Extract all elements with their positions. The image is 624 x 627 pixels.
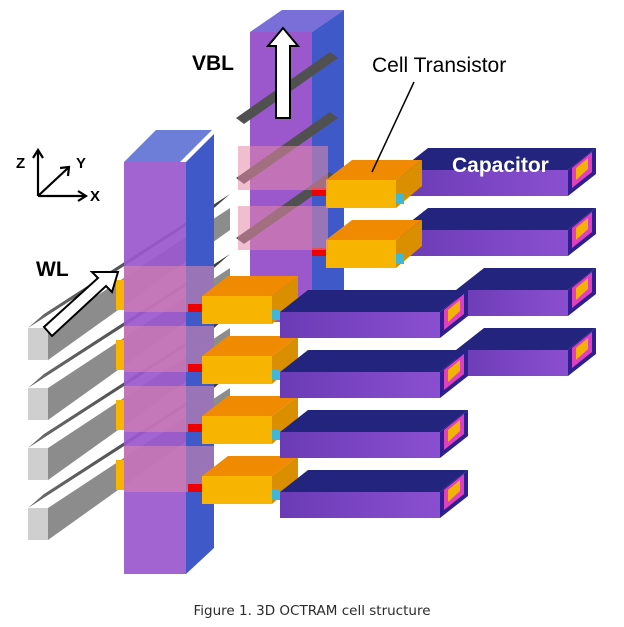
transistor-top xyxy=(202,276,298,296)
capacitor-front xyxy=(280,492,440,518)
wordline-end xyxy=(28,388,48,420)
transistor-top xyxy=(326,220,422,240)
label-vbl: VBL xyxy=(192,52,234,75)
capacitor-top xyxy=(456,328,596,350)
capacitor-core xyxy=(576,158,588,180)
axis-label-x: X xyxy=(90,188,100,205)
capacitor-top xyxy=(400,208,596,230)
wl-bl-crossings xyxy=(124,146,328,492)
figure-caption: Figure 1. 3D OCTRAM cell structure xyxy=(193,603,431,619)
transistor-front xyxy=(326,240,396,268)
transistor-contact-right xyxy=(396,194,404,204)
axis-label-z: Z xyxy=(16,155,25,172)
transistor-contact-left xyxy=(188,364,202,372)
transistor-contact-right xyxy=(272,310,280,320)
cell-transistor-pointer xyxy=(371,81,415,173)
wordline-contact xyxy=(116,340,126,370)
label-capacitor: Capacitor xyxy=(452,154,549,177)
transistor-front xyxy=(202,416,272,444)
front-capacitor-stack xyxy=(280,290,468,518)
capacitor-front xyxy=(280,432,440,458)
transistor-contact-left xyxy=(188,304,202,312)
wl-arrow-icon xyxy=(42,271,120,338)
label-wl: WL xyxy=(36,258,69,281)
transistor-contact-left xyxy=(312,188,326,196)
transistor-contact-right xyxy=(272,490,280,500)
transistor-contact-left xyxy=(312,248,326,256)
capacitor-front xyxy=(280,312,440,338)
wordline-contact xyxy=(116,400,126,430)
capacitor-top xyxy=(280,470,468,492)
capacitor-top xyxy=(280,410,468,432)
transistor-contact-right xyxy=(396,254,404,264)
wordline-end xyxy=(28,508,48,540)
capacitor-front xyxy=(456,350,568,376)
wordline-contact xyxy=(116,460,126,490)
wordline-end xyxy=(28,328,48,360)
capacitor-front xyxy=(456,290,568,316)
label-cell-transistor: Cell Transistor xyxy=(372,54,506,77)
transistor-top xyxy=(202,456,298,476)
transistor-front xyxy=(326,180,396,208)
capacitor-front xyxy=(280,372,440,398)
capacitor-core xyxy=(448,300,460,322)
capacitor-top xyxy=(280,290,468,312)
capacitor-core xyxy=(448,360,460,382)
capacitor-top xyxy=(400,148,596,170)
wordline-contact xyxy=(116,280,126,310)
transistor-top xyxy=(202,396,298,416)
axis-label-y: Y xyxy=(76,155,86,172)
back-capacitor-stack xyxy=(400,148,596,376)
capacitor-core xyxy=(448,480,460,502)
capacitor-core xyxy=(576,278,588,300)
transistor-front xyxy=(202,296,272,324)
capacitor-top xyxy=(456,268,596,290)
wordline-end xyxy=(28,448,48,480)
transistor-contact-right xyxy=(272,370,280,380)
capacitor-front xyxy=(400,170,568,196)
octram-diagram: Z Y X VBL WL Cell Transistor Capacitor xyxy=(16,10,596,574)
axes-icon xyxy=(32,147,89,202)
front-transistor-stack xyxy=(188,276,298,504)
transistor-front xyxy=(202,476,272,504)
transistor-contact-right xyxy=(272,430,280,440)
transistor-contact-left xyxy=(188,484,202,492)
capacitor-top xyxy=(280,350,468,372)
capacitor-front xyxy=(400,230,568,256)
capacitor-core xyxy=(576,338,588,360)
vbl-arrow-icon xyxy=(265,26,301,119)
transistor-top xyxy=(326,160,422,180)
transistor-top xyxy=(202,336,298,356)
capacitor-core xyxy=(448,420,460,442)
capacitor-core xyxy=(576,218,588,240)
transistor-front xyxy=(202,356,272,384)
back-transistor-stack xyxy=(312,160,422,268)
transistor-contact-left xyxy=(188,424,202,432)
